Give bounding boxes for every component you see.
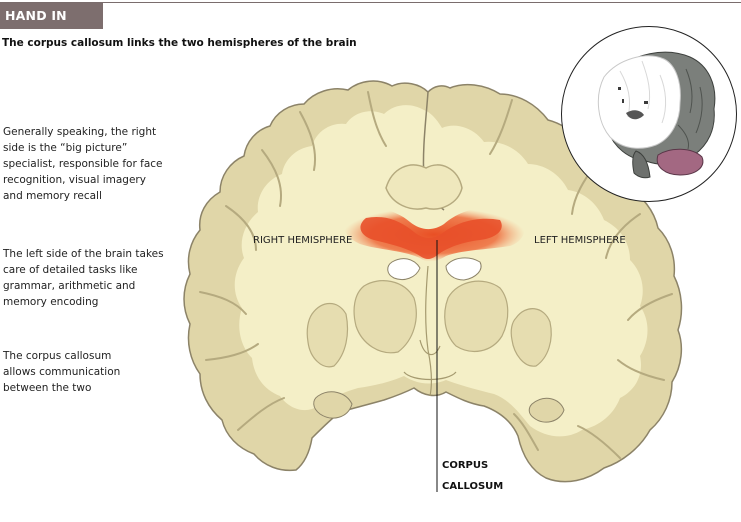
- brain-3d-illustration: [597, 51, 716, 179]
- hippocampus-right: [313, 391, 353, 419]
- note-left-hemisphere: The left side of the brain takes care of…: [3, 248, 164, 308]
- lateral-ventricle-right: [387, 258, 421, 281]
- headline: The corpus callosum links the two hemisp…: [2, 37, 357, 49]
- left-hemisphere-label: LEFT HEMISPHERE: [534, 235, 626, 246]
- top-rule: [0, 2, 741, 3]
- right-hemisphere-label: RIGHT HEMISPHERE: [253, 235, 352, 246]
- cingulate-gyrus: [385, 164, 463, 210]
- section-tag: HAND IN HAND: [0, 3, 103, 49]
- corpus-callosum-label-line2: CALLOSUM: [442, 481, 504, 492]
- corpus-callosum-label-line1: CORPUS: [442, 460, 489, 471]
- hippocampus-left: [528, 397, 565, 423]
- deep-brain-structures: [306, 280, 552, 368]
- midline-structures: [403, 265, 457, 397]
- cortical-folds: [199, 91, 673, 459]
- note-right-hemisphere: Generally speaking, the right side is th…: [3, 126, 163, 202]
- corpus-callosum: [360, 216, 502, 259]
- lateral-ventricle-left: [445, 257, 482, 281]
- note-corpus-callosum: The corpus callosum allows communication…: [3, 350, 121, 394]
- brain-3d-inset: [561, 26, 737, 202]
